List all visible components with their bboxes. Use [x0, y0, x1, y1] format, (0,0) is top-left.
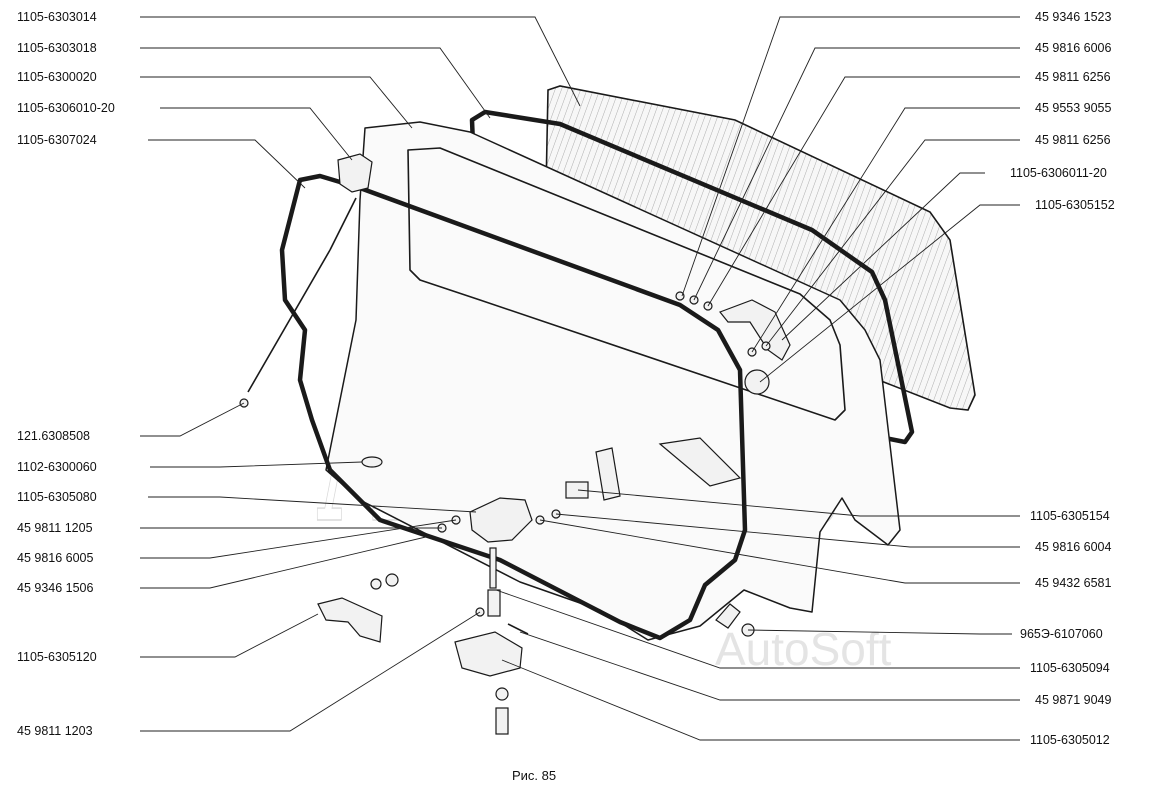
leader-left-6 [140, 402, 245, 437]
striker-bracket [317, 597, 383, 643]
wiring-block [658, 437, 742, 487]
washer-1 [370, 578, 382, 590]
label-1105-6305154: 1105-6305154 [1030, 509, 1110, 523]
rod-094 [507, 623, 529, 635]
upper-hinge [337, 153, 373, 193]
label-45-9811-6256-b: 45 9811 6256 [1035, 133, 1111, 147]
bushing-right [744, 369, 770, 395]
left-leader-lines [140, 16, 581, 732]
lock-pin [487, 589, 501, 617]
leader-right-4 [751, 107, 1020, 353]
latch [454, 631, 523, 677]
label-45-9811-6256-a: 45 9811 6256 [1035, 70, 1111, 84]
leader-right-10 [539, 519, 1020, 584]
label-45-9816-6006: 45 9816 6006 [1035, 41, 1112, 55]
leader-right-3 [707, 76, 1020, 307]
bumper-stop [715, 603, 741, 629]
label-45-9346-1523: 45 9346 1523 [1035, 10, 1112, 24]
label-121-6308508: 121.6308508 [17, 429, 90, 443]
left-labels: 1105-6303014 1105-6303018 1105-6300020 1… [17, 10, 115, 738]
label-45-9346-1506: 45 9346 1506 [17, 581, 94, 595]
washer-latch [495, 687, 509, 701]
label-965e-6107060: 965Э-6107060 [1020, 627, 1103, 641]
label-1105-6305152: 1105-6305152 [1035, 198, 1115, 212]
right-labels: 45 9346 1523 45 9816 6006 45 9811 6256 4… [1010, 10, 1115, 747]
leader-left-5 [148, 139, 306, 189]
label-1102-6300060: 1102-6300060 [17, 460, 97, 474]
label-1105-6303018: 1105-6303018 [17, 41, 97, 55]
leader-right-2 [693, 47, 1020, 301]
label-1105-6305012: 1105-6305012 [1030, 733, 1110, 747]
label-1105-6305120: 1105-6305120 [17, 650, 97, 664]
latch-bolt [495, 707, 509, 735]
lock-rod [489, 547, 497, 589]
right-leader-lines [495, 16, 1020, 741]
nut-1 [385, 573, 399, 587]
leader-left-1 [140, 16, 581, 107]
bracket-154 [565, 481, 589, 499]
label-1105-6306011-20: 1105-6306011-20 [1010, 166, 1107, 180]
leader-right-7 [759, 204, 1020, 383]
label-1105-6305094: 1105-6305094 [1030, 661, 1110, 675]
figure-caption: Рис. 85 [512, 768, 556, 783]
door-seal [279, 173, 748, 641]
leader-right-11 [747, 629, 1012, 635]
leader-right-12 [495, 589, 1020, 669]
leader-left-10 [140, 519, 457, 559]
leader-left-7 [150, 461, 363, 468]
washer-top-1 [675, 291, 685, 301]
label-45-9816-6005: 45 9816 6005 [17, 551, 94, 565]
leader-left-12 [140, 613, 319, 658]
leader-right-9 [555, 513, 1020, 548]
gas-strut-cylinder [247, 249, 331, 393]
leader-left-4 [160, 107, 353, 161]
leader-right-6 [781, 172, 985, 341]
trim-panel-strip [595, 447, 621, 501]
leader-right-13 [519, 631, 1020, 701]
leader-left-8 [148, 496, 477, 513]
label-45-9871-9049: 45 9871 9049 [1035, 693, 1112, 707]
leader-right-8 [577, 489, 1020, 517]
label-1105-6307024: 1105-6307024 [17, 133, 97, 147]
label-45-9432-6581: 45 9432 6581 [1035, 576, 1112, 590]
leader-right-1 [681, 16, 1020, 297]
label-1105-6306010-20: 1105-6306010-20 [17, 101, 115, 115]
label-1105-6303014: 1105-6303014 [17, 10, 97, 24]
door-panel [325, 121, 901, 641]
leader-left-11 [140, 535, 431, 589]
hinge-bracket-right [719, 299, 791, 361]
leader-left-2 [140, 47, 491, 119]
leader-right-5 [765, 139, 1020, 347]
lock-assembly [469, 497, 533, 543]
label-45-9553-9055: 45 9553 9055 [1035, 101, 1112, 115]
leader-left-3 [140, 76, 413, 129]
label-45-9816-6004: 45 9816 6004 [1035, 540, 1112, 554]
clip-1102 [361, 456, 383, 468]
gas-strut-rod [329, 197, 357, 251]
leader-right-14 [501, 659, 1020, 741]
window-opening [407, 147, 846, 421]
label-1105-6300020: 1105-6300020 [17, 70, 97, 84]
leader-left-13 [140, 611, 481, 732]
label-45-9811-1205: 45 9811 1205 [17, 521, 93, 535]
label-45-9811-1203: 45 9811 1203 [17, 724, 93, 738]
label-1105-6305080: 1105-6305080 [17, 490, 97, 504]
